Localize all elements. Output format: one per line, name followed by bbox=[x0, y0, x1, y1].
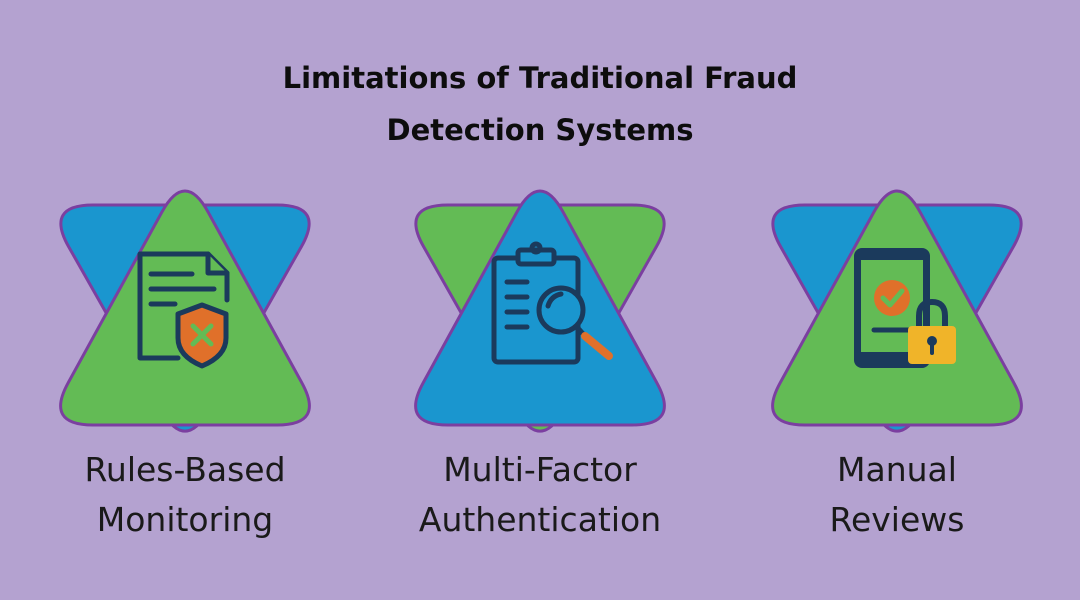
clipboard-magnifier-icon bbox=[491, 241, 613, 365]
title-line-1: Limitations of Traditional Fraud bbox=[282, 61, 798, 95]
page-title: Limitations of Traditional Fraud Detecti… bbox=[0, 52, 1080, 156]
label-manual-reviews: Manual Reviews bbox=[717, 445, 1077, 545]
card-multi-factor-authentication bbox=[405, 180, 675, 440]
label-line-2: Authentication bbox=[418, 500, 662, 539]
label-line-2: Monitoring bbox=[96, 500, 274, 539]
label-line-1: Manual bbox=[837, 450, 957, 489]
label-line-2: Reviews bbox=[829, 500, 965, 539]
title-line-2: Detection Systems bbox=[386, 113, 694, 147]
document-shield-x-icon bbox=[137, 251, 230, 369]
foreground-triangle bbox=[59, 189, 311, 427]
card-rules-based-monitoring bbox=[50, 180, 320, 440]
label-line-1: Rules-Based bbox=[84, 450, 286, 489]
label-multi-factor-authentication: Multi-Factor Authentication bbox=[360, 445, 720, 545]
card-manual-reviews bbox=[762, 180, 1032, 440]
phone-check-lock-icon bbox=[854, 248, 956, 368]
label-line-1: Multi-Factor bbox=[443, 450, 637, 489]
label-rules-based-monitoring: Rules-Based Monitoring bbox=[5, 445, 365, 545]
